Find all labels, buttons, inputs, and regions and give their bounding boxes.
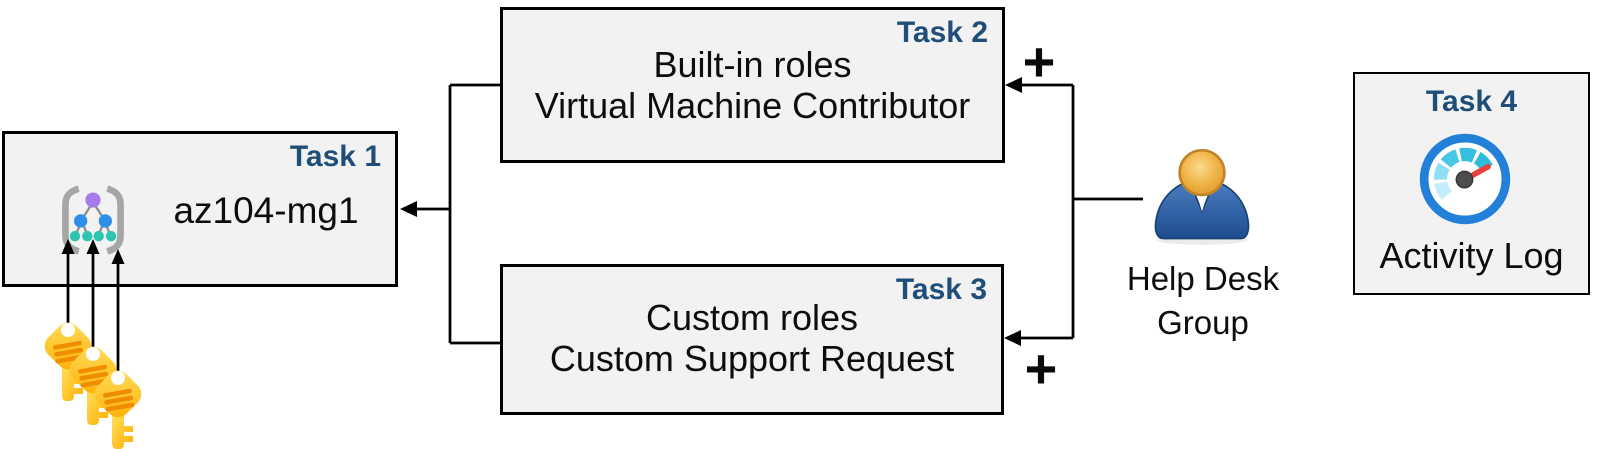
plus-sign-bottom: + — [1024, 336, 1058, 400]
arrowhead-into-task1 — [400, 201, 417, 217]
actor-line2: Group — [1157, 304, 1249, 341]
task3-line2: Custom Support Request — [549, 338, 955, 379]
management-group-icon — [62, 185, 124, 255]
task2-line1: Built-in roles — [653, 44, 852, 85]
task4-label: Task 4 — [1425, 85, 1518, 118]
actor-line1: Help Desk — [1126, 260, 1280, 297]
plus-sign-top: + — [1022, 29, 1056, 93]
task3-box: Task 3 Custom roles Custom Support Reque… — [500, 264, 1004, 415]
keys-icon — [44, 322, 142, 449]
key-icon — [94, 370, 142, 449]
task2-label: Task 2 — [896, 16, 988, 49]
task4-caption: Activity Log — [1379, 235, 1564, 276]
key-icon — [44, 322, 92, 401]
activity-log-gauge-icon — [1419, 133, 1511, 225]
task4-box: Task 4 Activity Log — [1353, 72, 1590, 295]
task2-box: Task 2 Built-in roles Virtual Machine Co… — [500, 7, 1005, 163]
task1-label: Task 1 — [289, 140, 381, 173]
task1-title: az104-mg1 — [173, 190, 359, 231]
task2-line2: Virtual Machine Contributor — [534, 85, 971, 126]
task3-label: Task 3 — [895, 273, 987, 306]
task1-box: Task 1 az104-mg1 — [2, 131, 398, 287]
key-icon — [69, 346, 117, 425]
user-icon — [1154, 148, 1250, 245]
task3-line1: Custom roles — [645, 297, 859, 338]
help-desk-group-label: Help Desk Group — [1101, 257, 1305, 345]
